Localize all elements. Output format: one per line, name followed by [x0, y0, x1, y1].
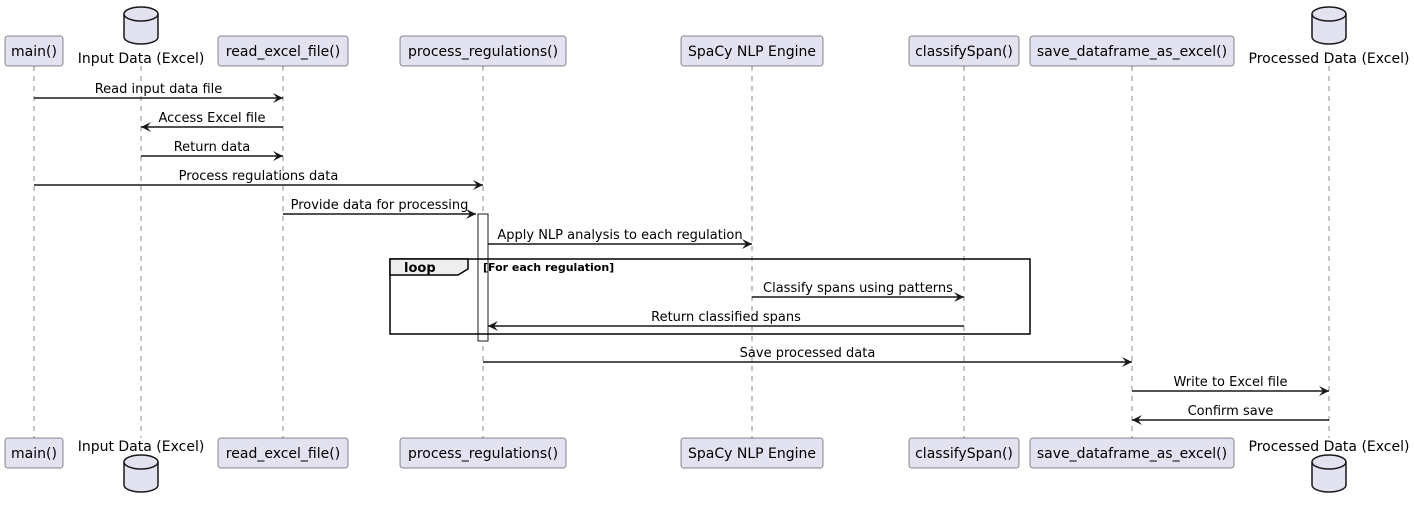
- message-7: Classify spans using patterns: [752, 281, 964, 302]
- participant-label: Input Data (Excel): [78, 51, 205, 67]
- message-label: Provide data for processing: [291, 198, 469, 213]
- participant-output-bottom: Processed Data (Excel): [1249, 439, 1410, 493]
- participant-input-bottom: Input Data (Excel): [78, 439, 205, 493]
- participant-read-top: read_excel_file(): [217, 35, 349, 67]
- message-label: Access Excel file: [158, 111, 265, 126]
- participant-label: Processed Data (Excel): [1249, 439, 1410, 455]
- message-2: Access Excel file: [141, 111, 283, 132]
- message-label: Save processed data: [740, 346, 876, 361]
- message-1: Read input data file: [34, 82, 283, 103]
- database-icon-rim: [1311, 461, 1347, 470]
- participants: main() main() Input Data (Excel) Input Data…: [4, 6, 1410, 493]
- participant-box: [399, 437, 567, 469]
- participant-main-bottom: main(): [4, 437, 64, 469]
- participant-box: [217, 437, 349, 469]
- database-icon: [123, 6, 159, 45]
- participant-box: [4, 35, 64, 67]
- participant-box: [680, 35, 824, 67]
- message-10: Write to Excel file: [1132, 375, 1329, 396]
- participant-spacy-bottom: SpaCy NLP Engine: [680, 437, 824, 469]
- participant-main-top: main(): [4, 35, 64, 67]
- participant-box: [217, 35, 349, 67]
- participant-label: read_excel_file(): [226, 446, 340, 462]
- participant-box: [399, 35, 567, 67]
- loop-guard: [For each regulation]: [483, 261, 614, 274]
- participant-save-top: save_dataframe_as_excel(): [1029, 35, 1235, 67]
- participant-label: classifySpan(): [915, 44, 1013, 60]
- participant-output-top: Processed Data (Excel): [1249, 6, 1410, 67]
- message-label: Return data: [174, 140, 251, 155]
- loop-tab: [389, 258, 469, 276]
- participant-classify-top: classifySpan(): [908, 35, 1020, 67]
- database-icon: [1311, 6, 1347, 45]
- participant-label: main(): [11, 44, 57, 60]
- message-4: Process regulations data: [34, 169, 483, 190]
- message-label: Classify spans using patterns: [763, 281, 953, 296]
- participant-spacy-top: SpaCy NLP Engine: [680, 35, 824, 67]
- participant-box: [4, 437, 64, 469]
- loop-fragment: loop [For each regulation]: [389, 258, 1031, 335]
- participant-proc-bottom: process_regulations(): [399, 437, 567, 469]
- participant-label: process_regulations(): [408, 44, 558, 60]
- loop-keyword: loop: [404, 261, 436, 276]
- activations: [477, 213, 489, 342]
- message-5: Provide data for processing: [283, 198, 476, 219]
- participant-save-bottom: save_dataframe_as_excel(): [1029, 437, 1235, 469]
- message-3: Return data: [141, 140, 283, 161]
- participant-classify-bottom: classifySpan(): [908, 437, 1020, 469]
- participant-label: main(): [11, 446, 57, 462]
- message-11: Confirm save: [1132, 404, 1329, 425]
- participant-read-bottom: read_excel_file(): [217, 437, 349, 469]
- participant-proc-top: process_regulations(): [399, 35, 567, 67]
- message-label: Return classified spans: [651, 310, 801, 325]
- participant-label: save_dataframe_as_excel(): [1037, 446, 1227, 462]
- message-9: Save processed data: [483, 346, 1132, 367]
- message-6: Apply NLP analysis to each regulation: [488, 228, 752, 249]
- participant-label: Processed Data (Excel): [1249, 51, 1410, 67]
- message-label: Confirm save: [1188, 404, 1274, 419]
- activation-bar-process-regulations: [477, 213, 489, 342]
- participant-label: SpaCy NLP Engine: [688, 44, 816, 60]
- participant-box: [908, 437, 1020, 469]
- participant-box: [680, 437, 824, 469]
- participant-box: [1029, 437, 1235, 469]
- participant-label: save_dataframe_as_excel(): [1037, 44, 1227, 60]
- database-icon: [123, 454, 159, 493]
- database-icon-rim: [123, 461, 159, 470]
- participant-label: read_excel_file(): [226, 44, 340, 60]
- message-label: Read input data file: [95, 82, 223, 97]
- database-icon: [1311, 454, 1347, 493]
- participant-label: Input Data (Excel): [78, 439, 205, 455]
- loop-frame: [389, 258, 1031, 335]
- participant-box: [1029, 35, 1235, 67]
- participant-box: [908, 35, 1020, 67]
- database-icon-rim: [123, 13, 159, 22]
- database-icon-rim: [1311, 13, 1347, 22]
- message-label: Process regulations data: [179, 169, 339, 184]
- participant-label: SpaCy NLP Engine: [688, 446, 816, 462]
- participant-input-top: Input Data (Excel): [78, 6, 205, 67]
- message-label: Write to Excel file: [1173, 375, 1287, 390]
- message-label: Apply NLP analysis to each regulation: [497, 228, 742, 243]
- message-8: Return classified spans: [488, 310, 964, 331]
- participant-label: classifySpan(): [915, 446, 1013, 462]
- participant-label: process_regulations(): [408, 446, 558, 462]
